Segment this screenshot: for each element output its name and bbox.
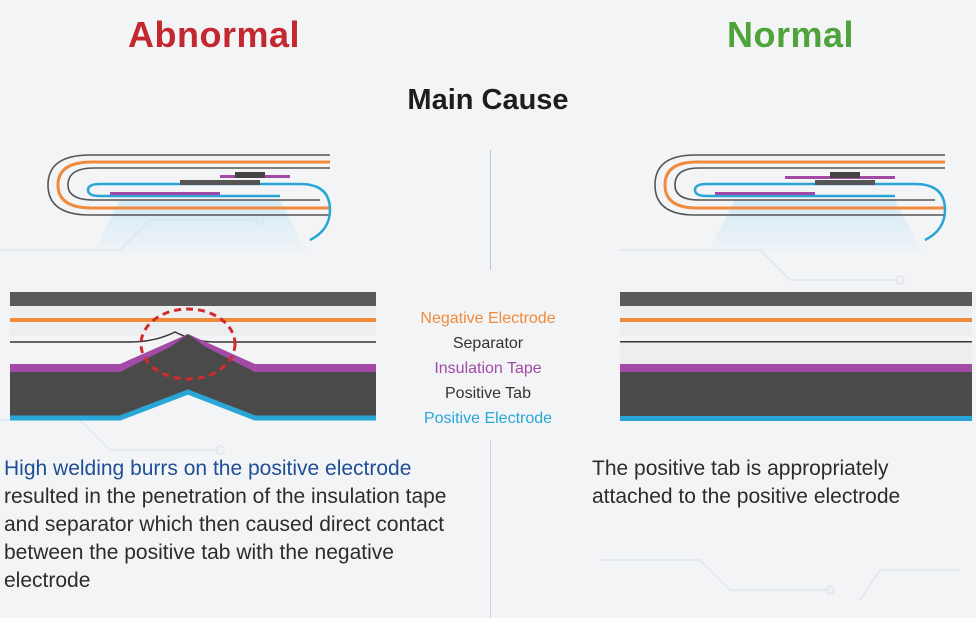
abnormal-cross-section xyxy=(10,292,376,421)
legend-positive-tab: Positive Tab xyxy=(445,385,531,402)
center-divider-lower xyxy=(490,440,491,618)
abnormal-description-rest: resulted in the penetration of the insul… xyxy=(4,485,447,592)
legend-insulation-tape: Insulation Tape xyxy=(434,360,542,377)
abnormal-description: High welding burrs on the positive elect… xyxy=(4,455,474,595)
abnormal-description-highlight: High welding burrs on the positive elect… xyxy=(4,457,412,480)
normal-folded-cell-illustration xyxy=(654,154,947,258)
center-divider xyxy=(490,150,491,270)
normal-heading: Normal xyxy=(727,14,855,55)
legend-negative-electrode: Negative Electrode xyxy=(420,310,556,327)
legend-separator: Separator xyxy=(452,335,524,352)
normal-description: The positive tab is appropriately attach… xyxy=(592,457,901,508)
abnormal-folded-cell-illustration xyxy=(47,154,332,258)
legend-positive-electrode: Positive Electrode xyxy=(423,410,553,427)
defect-highlight-circle xyxy=(139,307,237,381)
normal-cross-section xyxy=(620,292,972,421)
abnormal-heading: Abnormal xyxy=(128,14,301,55)
main-cause-heading: Main Cause xyxy=(407,84,569,116)
